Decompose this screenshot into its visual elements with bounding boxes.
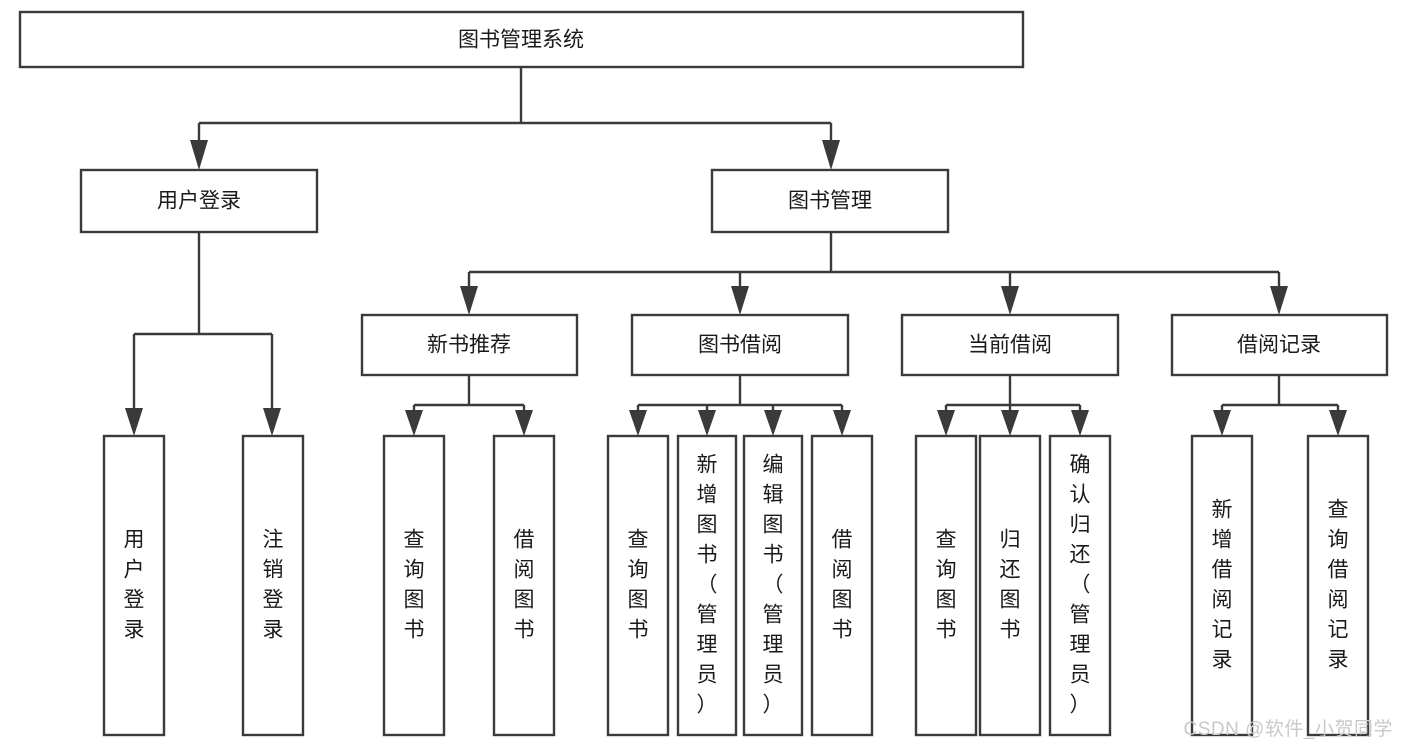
arrow-head-book-borrow xyxy=(731,286,749,315)
arrow-head-leaf-confirm-return xyxy=(1071,410,1089,436)
node-leaf-add-record-box[interactable] xyxy=(1190,434,1254,737)
node-leaf-borrow-book-1[interactable]: 借阅图书 xyxy=(492,434,556,737)
connector-currentborrow-to-leaves xyxy=(937,375,1089,436)
arrow-head-leaf-query-book-3 xyxy=(937,410,955,436)
node-leaf-return-book[interactable]: 归还图书 xyxy=(978,434,1042,737)
node-leaf-query-record-box[interactable] xyxy=(1306,434,1370,737)
connector-newbookrec-to-leaves xyxy=(405,375,533,436)
connector-bookmanage-to-level2 xyxy=(460,232,1288,315)
node-leaf-return-book-box[interactable] xyxy=(978,434,1042,737)
node-leaf-query-book-3[interactable]: 查询图书 xyxy=(914,434,978,737)
node-root-label: 图书管理系统 xyxy=(458,29,584,52)
arrow-head-leaf-query-book-2 xyxy=(629,410,647,436)
node-leaf-add-book-box[interactable] xyxy=(676,434,738,737)
node-book-manage[interactable]: 图书管理 xyxy=(710,168,950,234)
connector-userlogin-to-leaves xyxy=(125,232,281,436)
node-leaf-edit-book[interactable]: 编辑图书（管理员） xyxy=(742,434,804,737)
arrow-head-leaf-edit-book xyxy=(764,410,782,436)
node-leaf-add-record[interactable]: 新增借阅记录 xyxy=(1190,434,1254,737)
node-borrow-record-label: 借阅记录 xyxy=(1237,334,1321,357)
node-leaf-borrow-book-2-box[interactable] xyxy=(810,434,874,737)
arrow-head-leaf-query-record xyxy=(1329,410,1347,436)
node-leaf-add-record-label: 新增借阅记录 xyxy=(1212,499,1233,672)
node-user-login-box[interactable] xyxy=(79,168,319,234)
node-borrow-record[interactable]: 借阅记录 xyxy=(1170,313,1389,377)
node-current-borrow-label: 当前借阅 xyxy=(968,334,1052,357)
node-leaf-query-book-2-box[interactable] xyxy=(606,434,670,737)
arrow-head-leaf-borrow-book-1 xyxy=(515,410,533,436)
node-leaf-logout-login[interactable]: 注销登录 xyxy=(241,434,305,737)
node-leaf-edit-book-label: 编辑图书（管理员） xyxy=(763,454,784,717)
node-user-login[interactable]: 用户登录 xyxy=(79,168,319,234)
node-leaf-query-book-1-box[interactable] xyxy=(382,434,446,737)
node-book-manage-label: 图书管理 xyxy=(788,190,872,213)
arrow-head-leaf-return-book xyxy=(1001,410,1019,436)
node-leaf-query-book-3-label: 查询图书 xyxy=(936,529,957,642)
arrow-head-leaf-query-book-1 xyxy=(405,410,423,436)
node-leaf-add-book-label: 新增图书（管理员） xyxy=(697,454,718,717)
arrow-head-leaf-user-login xyxy=(125,408,143,436)
node-book-manage-box[interactable] xyxy=(710,168,950,234)
arrow-head-leaf-logout-login xyxy=(263,408,281,436)
node-new-book-rec-box[interactable] xyxy=(360,313,579,377)
node-leaf-query-book-2[interactable]: 查询图书 xyxy=(606,434,670,737)
node-leaf-query-book-2-label: 查询图书 xyxy=(628,529,649,642)
node-leaf-query-record[interactable]: 查询借阅记录 xyxy=(1306,434,1370,737)
node-leaf-add-book[interactable]: 新增图书（管理员） xyxy=(676,434,738,737)
node-current-borrow[interactable]: 当前借阅 xyxy=(900,313,1120,377)
arrow-head-current-borrow xyxy=(1001,286,1019,315)
arrow-head-leaf-add-record xyxy=(1213,410,1231,436)
node-book-borrow-box[interactable] xyxy=(630,313,850,377)
node-leaf-borrow-book-1-label: 借阅图书 xyxy=(514,529,535,642)
arrow-head-borrow-record xyxy=(1270,286,1288,315)
node-current-borrow-box[interactable] xyxy=(900,313,1120,377)
node-leaf-query-record-label: 查询借阅记录 xyxy=(1328,499,1349,672)
node-root-box[interactable] xyxy=(18,10,1025,69)
node-new-book-rec-label: 新书推荐 xyxy=(427,334,511,357)
node-leaf-user-login[interactable]: 用户登录 xyxy=(102,434,166,737)
node-leaf-confirm-return-box[interactable] xyxy=(1048,434,1112,737)
node-book-borrow[interactable]: 图书借阅 xyxy=(630,313,850,377)
node-new-book-rec[interactable]: 新书推荐 xyxy=(360,313,579,377)
node-leaf-edit-book-box[interactable] xyxy=(742,434,804,737)
node-leaf-query-book-1-label: 查询图书 xyxy=(404,529,425,642)
arrow-head-book-manage xyxy=(822,140,840,170)
connector-borrowrecord-to-leaves xyxy=(1213,375,1347,436)
connector-root-to-level1 xyxy=(190,67,840,170)
node-leaf-user-login-label: 用户登录 xyxy=(124,529,145,642)
node-leaf-confirm-return[interactable]: 确认归还（管理员） xyxy=(1048,434,1112,737)
arrow-head-leaf-add-book xyxy=(698,410,716,436)
node-leaf-query-book-1[interactable]: 查询图书 xyxy=(382,434,446,737)
node-book-borrow-label: 图书借阅 xyxy=(698,334,782,357)
node-leaf-confirm-return-label: 确认归还（管理员） xyxy=(1070,454,1091,717)
node-leaf-borrow-book-2[interactable]: 借阅图书 xyxy=(810,434,874,737)
node-leaf-query-book-3-box[interactable] xyxy=(914,434,978,737)
node-leaf-borrow-book-1-box[interactable] xyxy=(492,434,556,737)
arrow-head-leaf-borrow-book-2 xyxy=(833,410,851,436)
connector-bookborrow-to-leaves xyxy=(629,375,851,436)
arrow-head-user-login xyxy=(190,140,208,170)
node-leaf-user-login-box[interactable] xyxy=(102,434,166,737)
node-leaf-return-book-label: 归还图书 xyxy=(1000,529,1021,642)
node-root[interactable]: 图书管理系统 xyxy=(18,10,1025,69)
node-leaf-logout-login-box[interactable] xyxy=(241,434,305,737)
node-borrow-record-box[interactable] xyxy=(1170,313,1389,377)
node-leaf-borrow-book-2-label: 借阅图书 xyxy=(832,529,853,642)
node-leaf-logout-login-label: 注销登录 xyxy=(263,529,284,642)
node-user-login-label: 用户登录 xyxy=(157,190,241,213)
arrow-head-new-book-rec xyxy=(460,286,478,315)
